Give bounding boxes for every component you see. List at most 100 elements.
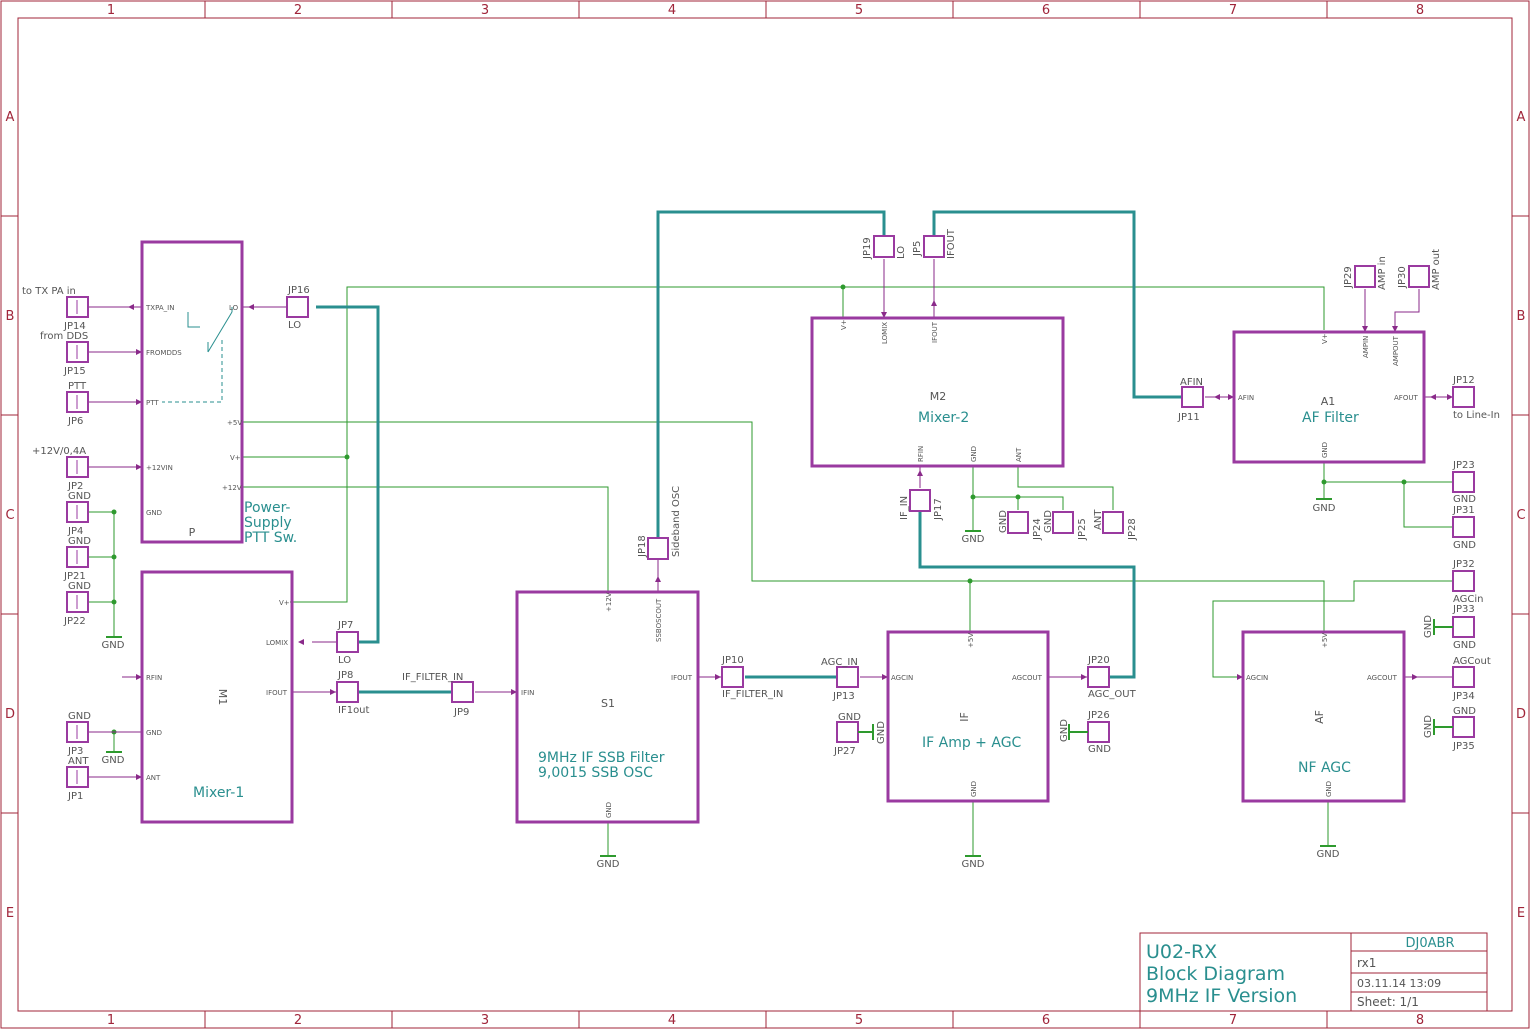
row-label-left: B [6, 309, 15, 324]
row-label-left: D [5, 707, 15, 722]
jumper-label: GND [1453, 706, 1476, 717]
jumper-jp8[interactable] [336, 681, 359, 703]
jumper-label: IF_FILTER_IN [402, 672, 463, 683]
jumper-ref: JP18 [637, 535, 648, 558]
pin-label: GND [970, 446, 978, 462]
gnd-label: GND [1313, 503, 1336, 514]
jumper-ref: JP14 [63, 321, 86, 332]
jumper-ref: JP7 [337, 620, 353, 631]
pin-label: V+ [1321, 333, 1329, 344]
drawing-title: U02-RX [1146, 941, 1217, 963]
nfagc-block[interactable] [1241, 630, 1406, 803]
filter-block[interactable] [515, 590, 700, 824]
signal-buses [316, 210, 1181, 694]
power-supply-block[interactable] [140, 240, 244, 544]
jumper-ref: JP26 [1087, 710, 1110, 721]
gnd-label: GND [1423, 715, 1434, 738]
author-field: DJ0ABR [1406, 936, 1455, 951]
jumper-label: LO [288, 320, 301, 331]
pin-label: TXPA_IN [145, 304, 174, 312]
jumper-jp25[interactable] [1052, 511, 1074, 534]
jumper-ref: JP29 [1343, 266, 1354, 289]
pin-arrows [128, 300, 1453, 780]
col-label-top: 3 [481, 3, 489, 18]
jumper-jp23[interactable] [1452, 471, 1475, 493]
jumper-ref: JP34 [1452, 691, 1475, 702]
col-label-bottom: 2 [294, 1013, 302, 1028]
jumper-label: GND [838, 712, 861, 723]
col-label-bottom: 7 [1229, 1013, 1237, 1028]
jumper-jp27[interactable] [836, 721, 859, 743]
affilter-block[interactable] [1232, 330, 1426, 464]
jumper-ref: JP28 [1127, 518, 1138, 541]
col-label-top: 8 [1416, 3, 1424, 18]
jumper-label: PTT [68, 381, 87, 392]
jumper-jp30[interactable] [1408, 265, 1430, 288]
jumper-jp16[interactable] [286, 296, 309, 318]
jumper-jp12[interactable] [1452, 386, 1475, 408]
jumper-jp10[interactable] [721, 666, 744, 688]
jumper-jp5[interactable] [923, 235, 945, 258]
jumper-label: IF1out [338, 705, 370, 716]
block-title: AF Filter [1302, 410, 1359, 426]
block-title: NF AGC [1298, 760, 1351, 776]
jumper-jp29[interactable] [1354, 265, 1376, 288]
jumper-label: +12V/0,4A [32, 446, 86, 457]
ifamp-block[interactable] [886, 630, 1050, 803]
mixer2-block[interactable] [810, 316, 1065, 468]
jumper-ref: JP32 [1452, 559, 1475, 570]
mixer1-block[interactable] [140, 570, 294, 824]
jumper-jp17[interactable] [909, 489, 931, 512]
jumper-ref: JP8 [337, 670, 353, 681]
gnd-label: GND [1317, 849, 1340, 860]
col-label-top: 1 [107, 3, 115, 18]
block-refs: P M1 S1 IF M2 A1 AF [189, 390, 1336, 724]
jumper-label: GND [1043, 510, 1054, 533]
jumper-jp24[interactable] [1007, 511, 1029, 534]
jumper-jp13[interactable] [836, 666, 859, 688]
title-block-text: U02-RX Block Diagram 9MHz IF Version DJ0… [1146, 936, 1454, 1009]
jumper-jp20[interactable] [1087, 666, 1110, 688]
jumper-jp31[interactable] [1452, 516, 1475, 538]
jumper-label: IF_FILTER_IN [722, 689, 783, 700]
pin-label: FROMDDS [146, 349, 182, 357]
row-label-left: A [6, 110, 15, 125]
gnd-label: GND [962, 534, 985, 545]
pin-label: IFOUT [266, 689, 288, 697]
jumper-jp35[interactable] [1452, 716, 1475, 738]
jumper-ref: JP15 [63, 366, 86, 377]
jumper-ref: JP20 [1087, 655, 1110, 666]
jumper-jp34[interactable] [1452, 666, 1475, 688]
pin-label: AGCOUT [1367, 674, 1398, 682]
block-title: IF Amp + AGC [922, 735, 1022, 751]
block-title: 9,0015 SSB OSC [538, 765, 653, 781]
ptt-switch-symbol [162, 307, 233, 403]
jumper-jp9[interactable] [451, 681, 474, 703]
jumper-jp7[interactable] [336, 631, 359, 653]
col-label-bottom: 5 [855, 1013, 863, 1028]
col-label-top: 7 [1229, 3, 1237, 18]
jumper-ref: JP35 [1452, 741, 1475, 752]
block-ref: A1 [1321, 395, 1336, 408]
jumper-label: GND [68, 581, 91, 592]
pin-label: SSBOSCOUT [655, 598, 663, 642]
block-title: 9MHz IF SSB Filter [538, 750, 665, 766]
jumper-jp19[interactable] [873, 235, 895, 258]
jumper-label: ANT [1093, 509, 1104, 530]
jumper-jp28[interactable] [1102, 511, 1124, 534]
jumper-jp18[interactable] [647, 537, 669, 560]
jumper-jp11[interactable] [1181, 386, 1204, 408]
title-block [1139, 932, 1488, 1012]
sheet-field: Sheet: 1/1 [1357, 995, 1419, 1009]
pin-label: V+ [230, 454, 241, 462]
pin-label: ANT [1015, 447, 1023, 462]
jumper-label: AMP in [1377, 256, 1388, 290]
jumper-jp26[interactable] [1087, 721, 1110, 743]
pin-label: AMPOUT [1392, 335, 1400, 366]
block-title: Power- [244, 500, 290, 516]
jumper-label: LO [338, 655, 351, 666]
jumper-jp33[interactable] [1452, 616, 1475, 638]
pin-label: AGCOUT [1012, 674, 1043, 682]
block-titles: Power- Supply PTT Sw. Mixer-1 9MHz IF SS… [193, 410, 1359, 801]
jumper-jp32[interactable] [1452, 570, 1475, 592]
